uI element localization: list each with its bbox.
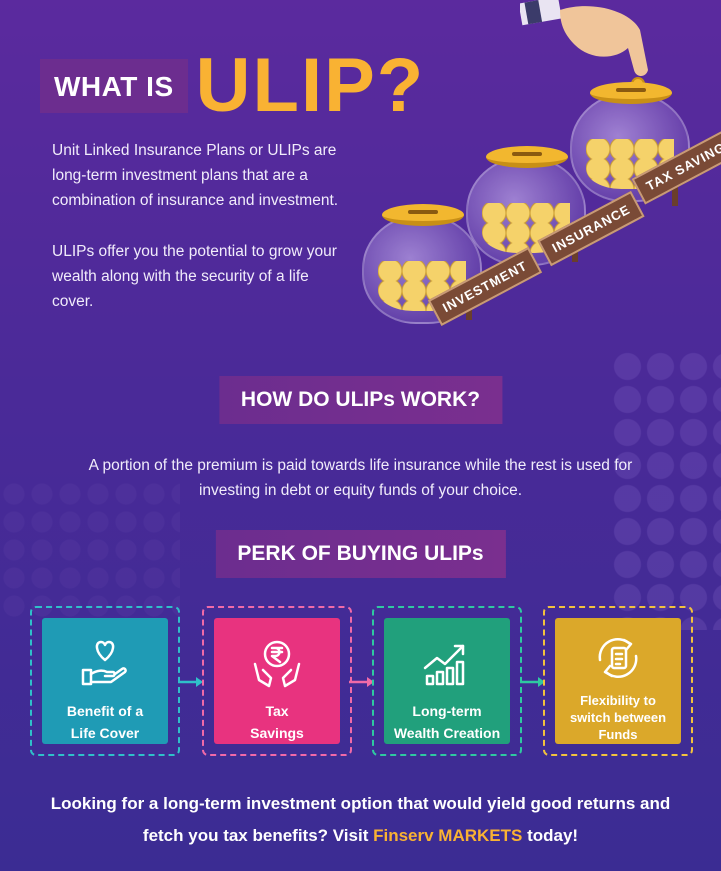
how-description: A portion of the premium is paid towards…: [88, 457, 633, 499]
intro-text: Unit Linked Insurance Plans or ULIPs are…: [52, 138, 352, 340]
perk-card-frame-2: Tax Savings: [202, 606, 352, 756]
arrow-right-icon: [349, 677, 374, 687]
growth-chart-icon: [423, 644, 465, 686]
title-prefix: WHAT IS: [40, 59, 188, 113]
brand-link[interactable]: Finserv MARKETS: [373, 826, 523, 845]
perk-card-life-cover: Benefit of a Life Cover: [42, 618, 168, 744]
intro-paragraph-2: ULIPs offer you the potential to grow yo…: [52, 243, 337, 310]
perks-section-title: PERK OF BUYING ULIPs: [215, 530, 506, 578]
perk-card-frame-3: Long-term Wealth Creation: [372, 606, 522, 756]
arrow-right-icon: [520, 677, 545, 687]
perk-card-flexibility: Flexibility to switch between Funds: [555, 618, 681, 744]
footer-line-1: Looking for a long-term investment optio…: [50, 794, 671, 813]
perk-label-2: Tax Savings: [250, 703, 304, 741]
perk-label-1: Benefit of a Life Cover: [66, 703, 144, 741]
jar-lid: [382, 204, 464, 226]
perk-label-3: Long-term Wealth Creation: [393, 703, 501, 741]
footer-cta: Looking for a long-term investment optio…: [20, 788, 701, 852]
perk-card-wealth-creation: Long-term Wealth Creation: [384, 618, 510, 744]
jar-lid: [486, 146, 568, 168]
page-title: WHAT IS ULIP?: [40, 48, 425, 124]
switch-funds-icon: [598, 637, 638, 679]
perk-card-frame-4: Flexibility to switch between Funds: [543, 606, 693, 756]
perk-card-tax-savings: Tax Savings: [214, 618, 340, 744]
jar-lid: [590, 82, 672, 104]
hand-icon: [520, 0, 648, 90]
heart-hand-icon: [81, 640, 127, 686]
perk-label-4: Flexibility to switch between Funds: [569, 693, 667, 742]
how-section-title: HOW DO ULIPs WORK?: [218, 376, 503, 424]
rupee-hands-icon: [253, 640, 301, 688]
perk-card-frame-1: Benefit of a Life Cover: [30, 606, 180, 756]
footer-line-2: fetch you tax benefits? Visit Finserv MA…: [142, 826, 579, 845]
decorative-dots-right: [611, 350, 721, 630]
decorative-dots-left: [0, 480, 180, 620]
coin-jar-icon: [362, 214, 482, 324]
arrow-right-icon: [178, 677, 203, 687]
title-ulip: ULIP?: [195, 43, 426, 128]
intro-paragraph-1: Unit Linked Insurance Plans or ULIPs are…: [52, 142, 339, 209]
